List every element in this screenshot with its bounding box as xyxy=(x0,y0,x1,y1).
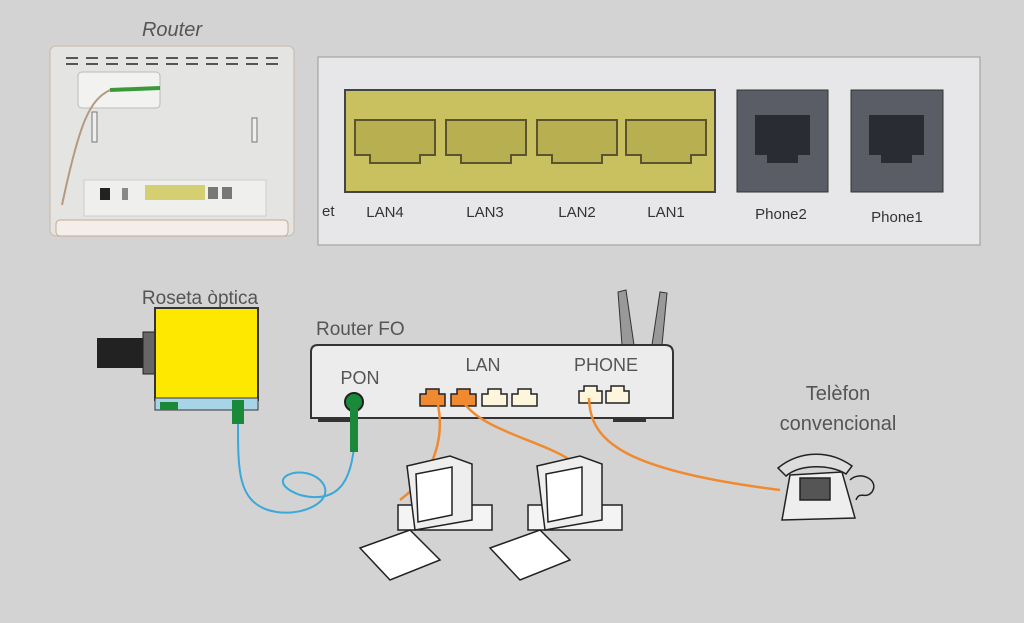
roseta-label: Roseta òptica xyxy=(142,288,259,309)
partial-label: et xyxy=(322,203,335,220)
phone-label: PHONE xyxy=(574,355,638,375)
lan2-port xyxy=(536,119,618,164)
lan1-label: LAN1 xyxy=(647,204,685,221)
phone1-port xyxy=(869,115,924,163)
router-fo-label: Router FO xyxy=(316,319,405,340)
lan-label: LAN xyxy=(465,355,500,375)
router-photo-title: Router xyxy=(142,19,203,41)
phone-cable xyxy=(587,397,781,492)
router-photo xyxy=(49,45,295,237)
lan4-label: LAN4 xyxy=(366,204,404,221)
phone2-port xyxy=(755,115,810,163)
computer-1 xyxy=(358,455,493,581)
router-port-panel-photo xyxy=(317,56,981,246)
computer-2 xyxy=(488,455,623,581)
lan1-port xyxy=(625,119,707,164)
fiber-cable xyxy=(237,423,356,514)
pon-label: PON xyxy=(340,368,379,388)
telephone-label-2: convencional xyxy=(780,413,897,435)
lan2-label: LAN2 xyxy=(558,204,596,221)
optical-rosette xyxy=(97,307,259,424)
phone2-label: Phone2 xyxy=(755,206,807,223)
phone1-label: Phone1 xyxy=(871,209,923,226)
lan-ports xyxy=(419,385,630,407)
lan3-port xyxy=(445,119,527,164)
telephone-label-1: Telèfon xyxy=(806,383,871,405)
telephone xyxy=(776,453,875,521)
lan3-label: LAN3 xyxy=(466,204,504,221)
pon-connector xyxy=(350,402,358,452)
lan4-port xyxy=(354,119,436,164)
